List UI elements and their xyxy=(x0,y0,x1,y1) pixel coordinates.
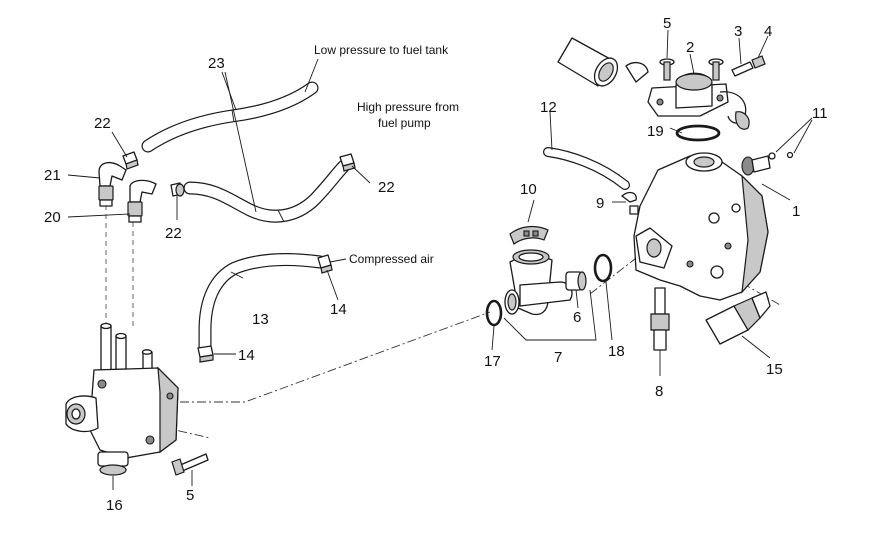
screw-5-top-b xyxy=(708,58,724,81)
leader-lines xyxy=(67,29,813,490)
clamp-22-left xyxy=(122,151,139,170)
clamp-14-upper xyxy=(317,254,333,274)
callout-20: 20 xyxy=(44,209,61,226)
plug-3 xyxy=(731,61,754,77)
plug-11 xyxy=(741,151,794,176)
clamp-22-right xyxy=(339,153,356,172)
callout-5-top: 5 xyxy=(663,15,671,32)
note-high-pressure-line2: fuel pump xyxy=(378,116,431,130)
callout-23: 23 xyxy=(208,55,225,72)
o-ring-18 xyxy=(593,253,613,283)
callout-19: 19 xyxy=(647,123,664,140)
note-compressed-air: Compressed air xyxy=(349,252,434,266)
callout-18: 18 xyxy=(608,343,625,360)
hose-12 xyxy=(543,147,630,190)
clamp-14-lower xyxy=(197,345,214,363)
fuel-pump-16 xyxy=(65,322,179,476)
fitting-20 xyxy=(127,179,157,223)
callout-6: 6 xyxy=(573,309,581,326)
hose-23-lower xyxy=(183,159,351,223)
callout-10: 10 xyxy=(520,181,537,198)
callout-8: 8 xyxy=(655,383,663,400)
callout-numbers: 23 22 21 20 22 22 13 14 14 16 5 12 10 9 … xyxy=(44,15,828,514)
callout-17: 17 xyxy=(484,353,501,370)
o-ring-17 xyxy=(485,299,503,327)
pipe-top xyxy=(557,37,649,87)
callout-11: 11 xyxy=(812,105,828,122)
cap-2 xyxy=(647,72,750,130)
callout-14-upper: 14 xyxy=(330,301,347,318)
hose-13 xyxy=(198,253,327,357)
callout-7: 7 xyxy=(554,349,562,366)
callout-12: 12 xyxy=(540,99,557,116)
callout-9: 9 xyxy=(596,195,604,212)
hose-23-upper xyxy=(141,81,319,153)
head-cover-1 xyxy=(633,152,769,301)
clip-10 xyxy=(509,225,549,245)
screw-9 xyxy=(621,191,639,215)
callout-22-left: 22 xyxy=(94,115,111,132)
gasket-19 xyxy=(675,124,721,142)
fitting-21 xyxy=(98,161,127,207)
clamp-22-mid xyxy=(170,182,185,197)
callout-4: 4 xyxy=(764,23,772,40)
callout-21: 21 xyxy=(44,167,61,184)
callout-1: 1 xyxy=(792,203,800,220)
callout-3: 3 xyxy=(734,23,742,40)
adapter-7 xyxy=(504,249,573,316)
callout-14-lower: 14 xyxy=(238,347,255,364)
screw-5-top-a xyxy=(659,58,675,81)
note-low-pressure: Low pressure to fuel tank xyxy=(314,43,449,57)
sleeve-6 xyxy=(565,271,587,291)
callout-15: 15 xyxy=(766,361,783,378)
callout-13: 13 xyxy=(252,311,269,328)
callout-22-right: 22 xyxy=(378,179,395,196)
note-high-pressure-line1: High pressure from xyxy=(357,100,459,114)
callout-5-bottom: 5 xyxy=(186,487,194,504)
bolt-5-bottom xyxy=(171,453,209,476)
callout-2: 2 xyxy=(686,39,694,56)
sensor-15 xyxy=(705,291,771,345)
callout-22-mid: 22 xyxy=(165,225,182,242)
notes: Low pressure to fuel tank High pressure … xyxy=(314,43,459,266)
callout-16: 16 xyxy=(106,497,123,514)
spark-plug-8 xyxy=(650,287,670,356)
